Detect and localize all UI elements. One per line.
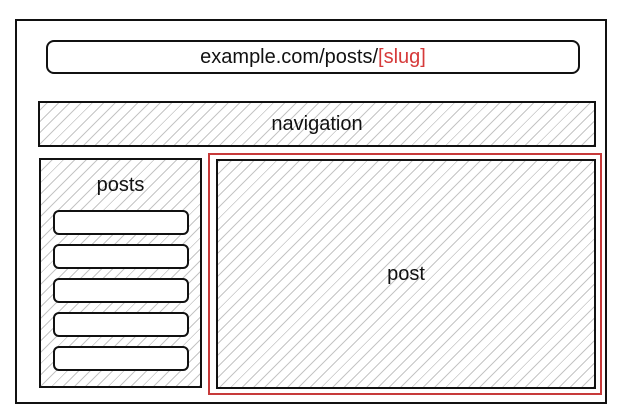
url-path: example.com/posts/ (200, 45, 379, 68)
navigation-bar[interactable]: navigation (38, 101, 596, 147)
post-label: post (387, 262, 425, 285)
url-bar[interactable]: example.com/posts/[slug] (46, 40, 580, 74)
posts-sidebar: posts (39, 158, 202, 388)
post-list-item[interactable] (53, 312, 189, 337)
post-content-area: post (216, 159, 596, 389)
posts-title: posts (96, 174, 145, 196)
post-list-item[interactable] (53, 244, 189, 269)
navigation-label: navigation (271, 112, 363, 135)
post-list-item[interactable] (53, 210, 189, 235)
url-slug: [slug] (378, 45, 426, 68)
post-list-item[interactable] (53, 278, 189, 303)
post-list-item[interactable] (53, 346, 189, 371)
